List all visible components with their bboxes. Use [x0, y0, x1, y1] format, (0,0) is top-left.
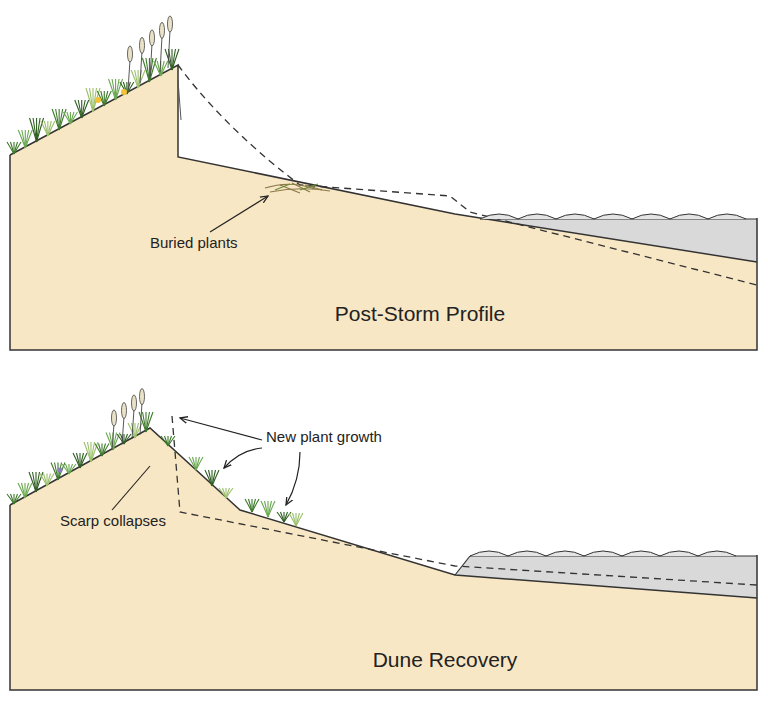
post-storm-panel [10, 65, 757, 350]
dune-recovery-panel [10, 416, 757, 690]
leader-line [112, 466, 150, 510]
callout-label: Scarp collapses [60, 512, 166, 529]
leader-line [286, 452, 300, 505]
callout-label: New plant growth [266, 428, 382, 445]
callout-label: Buried plants [150, 234, 238, 251]
buried-plants [265, 183, 330, 193]
waves [470, 214, 746, 556]
leader-line [180, 418, 262, 440]
vegetation [7, 16, 303, 526]
leader-line [210, 196, 268, 232]
leader-line [224, 448, 262, 468]
panel-caption: Dune Recovery [373, 648, 518, 672]
panel-caption: Post-Storm Profile [335, 302, 505, 326]
